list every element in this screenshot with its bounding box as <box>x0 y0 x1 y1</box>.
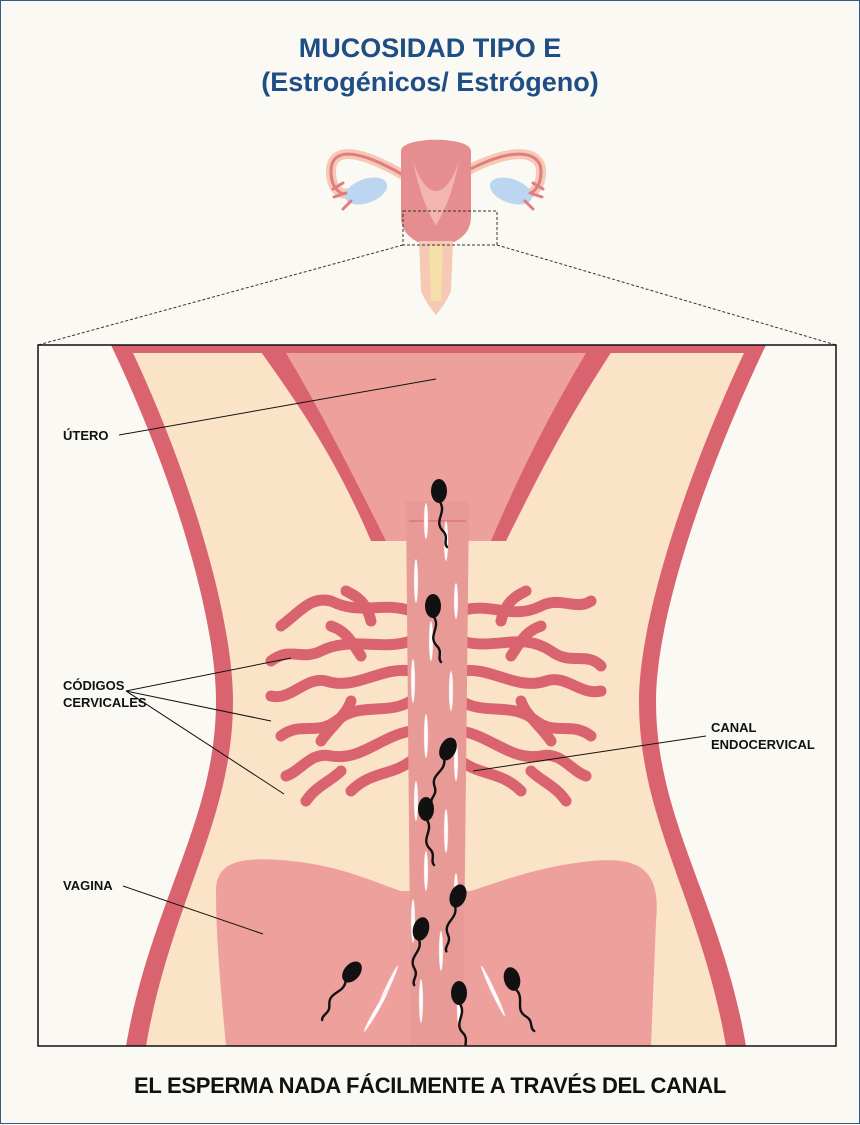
label-codigos-line-1: CÓDIGOS <box>63 677 147 694</box>
zoom-projection-right <box>497 245 836 345</box>
label-codigos-line-2: CERVICALES <box>63 694 147 711</box>
zoom-projection-left <box>38 245 403 345</box>
footer-caption: EL ESPERMA NADA FÁCILMENTE A TRAVÉS DEL … <box>1 1073 859 1099</box>
label-codigos-cervicales: CÓDIGOS CERVICALES <box>63 677 147 711</box>
detail-panel <box>38 345 836 1049</box>
label-canal-endocervical: CANAL ENDOCERVICAL <box>711 719 815 753</box>
label-utero: ÚTERO <box>63 427 109 444</box>
label-canal-line-2: ENDOCERVICAL <box>711 736 815 753</box>
uterus-overview-illustration <box>331 140 543 315</box>
label-canal-line-1: CANAL <box>711 719 815 736</box>
label-vagina: VAGINA <box>63 877 113 894</box>
